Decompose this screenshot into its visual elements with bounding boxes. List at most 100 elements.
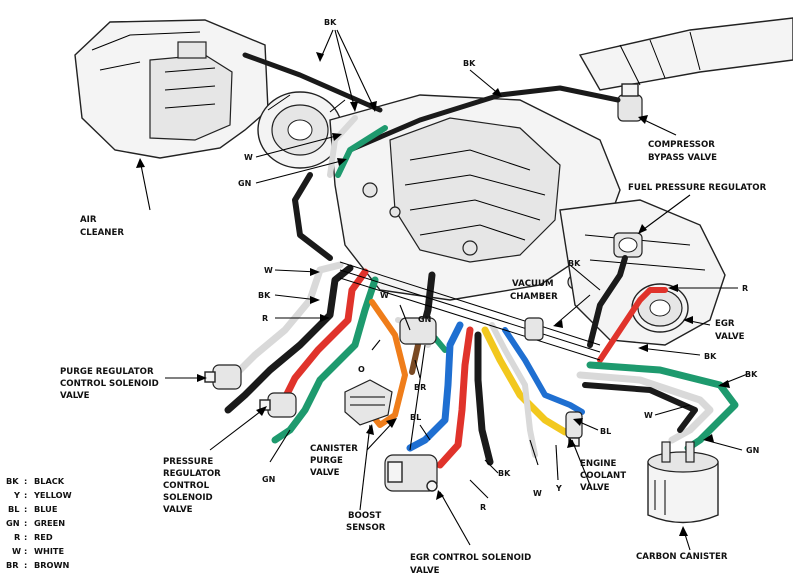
purge-regulator-solenoid — [204, 364, 242, 390]
vacuum-tubes — [339, 261, 601, 361]
legend-sep: : — [24, 560, 27, 570]
label-coolant-2: COOLANT — [580, 471, 626, 481]
label-compressor: COMPRESSOR — [648, 140, 715, 150]
code-bk-top: BK — [324, 18, 337, 27]
legend-sep: : — [24, 518, 27, 528]
legend-name: BLACK — [34, 476, 65, 486]
label-egr-valve: EGR — [715, 319, 735, 329]
legend-sep: : — [24, 532, 27, 542]
hose-red-left — [281, 268, 369, 402]
legend-name: GREEN — [34, 518, 65, 528]
label-boost-sensor-2: SENSOR — [346, 523, 386, 533]
label-canister-purge-3: VALVE — [310, 468, 340, 478]
hose-white-canister-right — [576, 371, 714, 444]
code-r-low: R — [480, 503, 486, 512]
legend-name: YELLOW — [33, 490, 72, 500]
code-gn-can: GN — [746, 446, 759, 455]
label-pressure-regulator: PRESSURE — [163, 457, 213, 467]
legend-code: Y — [13, 490, 21, 500]
hose-black-egr-valve — [587, 255, 628, 348]
hose-red-egr — [436, 326, 474, 469]
legend-code: BL — [8, 504, 19, 514]
hose-black-purge — [224, 264, 354, 414]
hose-blue-egr — [406, 321, 464, 452]
egr-control-solenoid — [384, 454, 438, 492]
intake-manifold — [329, 94, 621, 301]
hose-blue-right — [502, 327, 585, 415]
label-egr-valve-2: VALVE — [715, 332, 745, 342]
code-w-mid2: W — [380, 291, 389, 300]
hose-black-top — [242, 52, 383, 113]
hose-white-low — [489, 322, 538, 458]
code-br-mid: BR — [414, 383, 426, 392]
legend-name: WHITE — [34, 546, 64, 556]
hose-black-egr — [474, 331, 494, 466]
code-r-fp: R — [742, 284, 748, 293]
legend-sep: : — [24, 476, 27, 486]
code-bl-low: BL — [410, 413, 421, 422]
code-gn-mid: GN — [418, 315, 431, 324]
code-bk-low: BK — [498, 469, 511, 478]
label-pressure-regulator-5: VALVE — [163, 505, 193, 515]
code-bk-mid: BK — [258, 291, 271, 300]
code-bk-fp: BK — [568, 259, 581, 268]
label-compressor-2: BYPASS VALVE — [648, 153, 717, 163]
label-purge-regulator: PURGE REGULATOR — [60, 367, 154, 377]
pressure-regulator-solenoid — [259, 392, 297, 418]
code-w-low: W — [533, 489, 542, 498]
label-purge-regulator-3: VALVE — [60, 391, 90, 401]
legend-code: BK — [6, 476, 19, 486]
label-purge-regulator-2: CONTROL SOLENOID — [60, 379, 159, 389]
label-pressure-regulator-3: CONTROL — [163, 481, 210, 491]
carbon-canister — [647, 441, 719, 524]
hose-green-turbo — [335, 125, 388, 178]
compressor-bypass-valve — [617, 83, 643, 122]
arrowheads — [136, 52, 730, 536]
component-labels: AIR CLEANER COMPRESSOR BYPASS VALVE FUEL… — [60, 140, 767, 576]
hose-black-left — [292, 172, 333, 261]
hose-color-codes: BK BK W GN W BK R O W GN BR GN BL R BK W… — [238, 18, 759, 512]
legend-sep: : — [24, 546, 27, 556]
legend-code: R — [14, 532, 21, 542]
hose-yellow-coolant — [481, 326, 569, 436]
code-w-mid: W — [264, 266, 273, 275]
code-r-mid: R — [262, 314, 268, 323]
code-w-can: W — [644, 411, 653, 420]
label-egr-control-2: VALVE — [410, 566, 440, 576]
hose-white-purge — [234, 261, 344, 376]
code-y-low: Y — [555, 484, 562, 493]
boost-sensor — [344, 379, 393, 426]
vacuum-chamber — [524, 317, 544, 341]
label-pressure-regulator-2: REGULATOR — [163, 469, 221, 479]
legend-sep: : — [24, 504, 27, 514]
code-bk-top2: BK — [463, 59, 476, 68]
legend-code: W — [12, 546, 21, 556]
hose-brown — [409, 342, 421, 375]
label-air-cleaner: AIR — [80, 215, 97, 225]
color-legend: BK : BLACK Y : YELLOW BL : BLUE GN : GRE… — [6, 476, 72, 570]
legend-sep: : — [24, 490, 27, 500]
code-o-mid: O — [358, 365, 365, 374]
legend-code: GN — [6, 518, 20, 528]
label-canister-purge: CANISTER — [310, 444, 358, 454]
legend-name: RED — [34, 532, 53, 542]
label-pressure-regulator-4: SOLENOID — [163, 493, 213, 503]
label-vacuum-2: CHAMBER — [510, 292, 558, 302]
hose-orange-boost — [365, 299, 408, 428]
legend-code: BR — [6, 560, 19, 570]
code-gn-low: GN — [262, 475, 275, 484]
code-w-left: W — [244, 153, 253, 162]
legend-name: BROWN — [34, 560, 70, 570]
code-gn-left: GN — [238, 179, 251, 188]
code-bl-right: BL — [600, 427, 611, 436]
engine-coolant-valve — [565, 411, 583, 447]
label-air-cleaner-2: CLEANER — [80, 228, 124, 238]
label-coolant: ENGINE — [580, 459, 617, 469]
label-carbon-canister: CARBON CANISTER — [636, 552, 728, 562]
hose-green-canister-right — [586, 361, 739, 452]
legend-name: BLUE — [34, 504, 57, 514]
air-cleaner — [74, 19, 269, 159]
label-vacuum: VACUUM — [512, 279, 554, 289]
